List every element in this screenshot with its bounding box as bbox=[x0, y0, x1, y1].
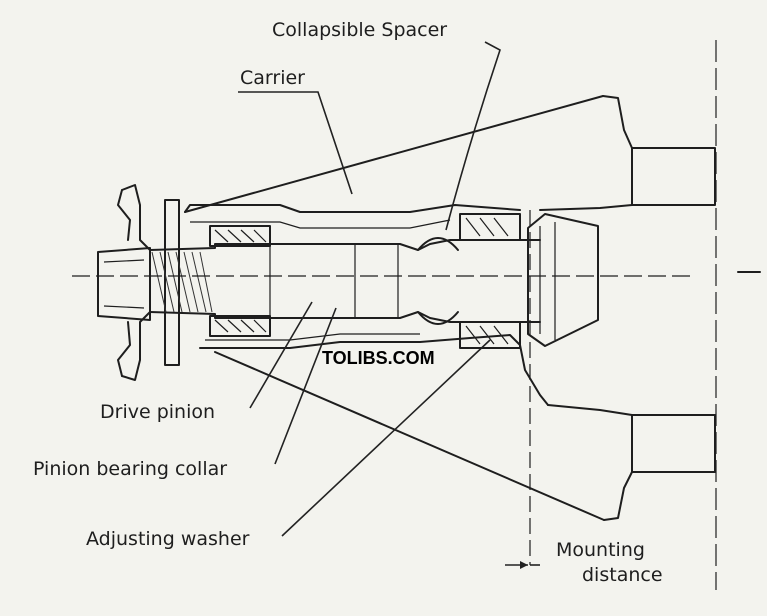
carrier-housing bbox=[184, 95, 716, 521]
label-mounting-distance-line1: Mounting bbox=[556, 539, 645, 561]
label-adjusting-washer: Adjusting washer bbox=[86, 528, 250, 550]
pinion-gear-head bbox=[527, 213, 599, 347]
label-pinion-bearing-collar: Pinion bearing collar bbox=[33, 458, 227, 480]
front-bearing bbox=[209, 225, 271, 337]
mounting-distance-dimension bbox=[505, 561, 540, 569]
companion-flange bbox=[97, 184, 180, 381]
center-axis bbox=[72, 40, 761, 590]
label-carrier: Carrier bbox=[240, 67, 305, 89]
label-collapsible-spacer: Collapsible Spacer bbox=[272, 19, 447, 41]
leader-lines bbox=[238, 41, 501, 537]
label-drive-pinion: Drive pinion bbox=[100, 401, 215, 423]
pinion-shaft bbox=[149, 237, 541, 325]
rear-bearing bbox=[459, 213, 521, 349]
watermark: TOLIBS.COM bbox=[322, 348, 435, 368]
label-mounting-distance-line2: distance bbox=[582, 564, 663, 586]
